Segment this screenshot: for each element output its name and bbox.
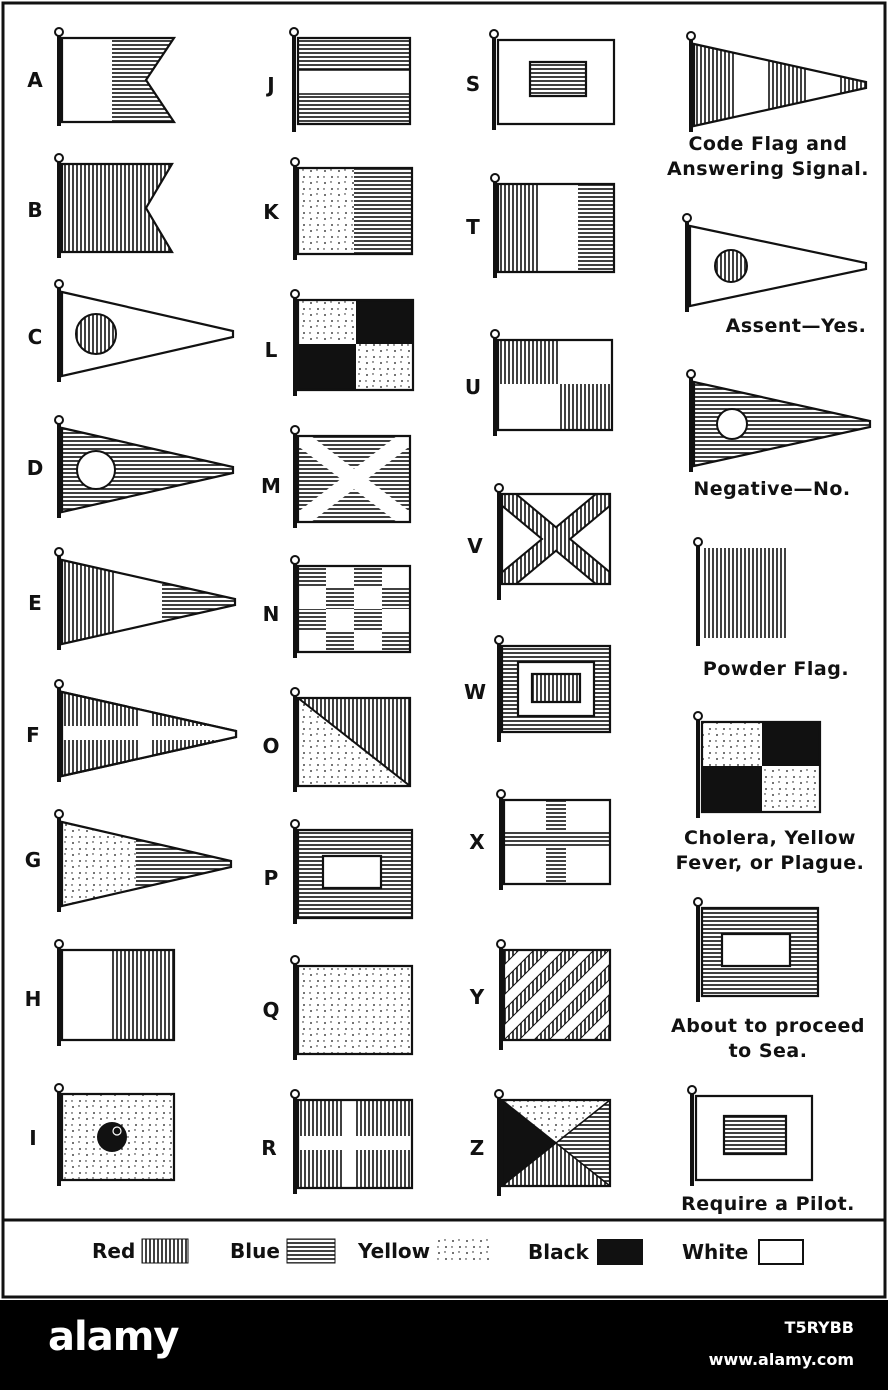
flag-j xyxy=(289,27,412,132)
flag-m xyxy=(290,425,412,528)
flag-letter-u: U xyxy=(464,375,482,399)
flag-z xyxy=(494,1089,612,1196)
legend-blue-label: Blue xyxy=(230,1239,280,1263)
flag-a xyxy=(54,27,177,126)
flag-letter-r: R xyxy=(261,1136,277,1160)
flag-letter-f: F xyxy=(26,723,40,747)
image-id: T5RYBB xyxy=(784,1318,854,1337)
flag-letter-j: J xyxy=(267,73,275,97)
flag-letter-y: Y xyxy=(469,985,485,1009)
flag-letter-q: Q xyxy=(262,998,280,1022)
flag-letter-e: E xyxy=(28,591,42,615)
flag-letter-o: O xyxy=(262,734,280,758)
flag-letter-k: K xyxy=(263,200,279,224)
flag-r xyxy=(290,1089,414,1194)
legend-white: White xyxy=(682,1238,806,1266)
flag-powder xyxy=(693,537,788,646)
flag-proceed xyxy=(693,897,820,1002)
flag-letter-l: L xyxy=(264,338,278,362)
legend-red-swatch xyxy=(141,1238,189,1264)
caption-proceed-line-2: to Sea. xyxy=(728,1040,808,1062)
legend-blue-swatch xyxy=(286,1238,336,1264)
caption-negative-line-1: Negative—No. xyxy=(693,478,851,500)
caption-code-flag-line-1: Code Flag and xyxy=(688,133,848,155)
flag-p xyxy=(290,819,414,924)
flag-t xyxy=(490,173,616,278)
flag-letter-b: B xyxy=(27,198,43,222)
caption-pilot: Require a Pilot. xyxy=(648,1192,888,1217)
flag-letter-x: X xyxy=(469,830,485,854)
legend-yellow-label: Yellow xyxy=(358,1239,431,1263)
legend-red: Red xyxy=(92,1238,189,1264)
flag-v xyxy=(494,483,612,600)
flag-o xyxy=(290,687,412,792)
flag-s xyxy=(489,29,616,130)
caption-assent-line-1: Assent—Yes. xyxy=(725,315,867,337)
flag-h xyxy=(54,939,176,1046)
flag-letter-w: W xyxy=(463,680,487,704)
flag-letter-m: M xyxy=(261,474,281,498)
legend-black-label: Black xyxy=(528,1240,589,1264)
caption-assent: Assent—Yes. xyxy=(676,314,888,339)
flag-cholera xyxy=(693,711,822,818)
flag-letter-i: I xyxy=(29,1126,37,1150)
flag-u xyxy=(490,329,614,436)
flag-i xyxy=(54,1083,176,1186)
caption-powder: Powder Flag. xyxy=(656,657,888,682)
alamy-logo: alamy xyxy=(48,1314,179,1360)
flag-illustrations xyxy=(1,1,887,1299)
site-url: www.alamy.com xyxy=(708,1350,854,1369)
flag-letter-a: A xyxy=(27,68,43,92)
legend-yellow: Yellow xyxy=(358,1238,494,1264)
caption-negative: Negative—No. xyxy=(652,477,888,502)
flag-letter-z: Z xyxy=(469,1136,485,1160)
legend-blue: Blue xyxy=(230,1238,336,1264)
flag-letter-c: C xyxy=(27,325,43,349)
caption-proceed-line-1: About to proceed xyxy=(671,1015,865,1037)
flag-n xyxy=(290,555,412,658)
flag-letter-d: D xyxy=(26,456,44,480)
flag-chart: A B C D E F G H I J K L M N O P Q R S T … xyxy=(1,1,888,1299)
caption-cholera: Cholera, Yellow Fever, or Plague. xyxy=(650,826,888,876)
legend-yellow-swatch xyxy=(437,1239,494,1263)
flag-letter-v: V xyxy=(467,534,483,558)
caption-pilot-line-1: Require a Pilot. xyxy=(681,1193,855,1215)
flag-x xyxy=(496,789,612,890)
caption-powder-line-1: Powder Flag. xyxy=(702,658,850,680)
flag-w xyxy=(494,635,612,742)
caption-cholera-line-1: Cholera, Yellow xyxy=(684,827,856,849)
flag-b xyxy=(54,153,174,258)
caption-cholera-line-2: Fever, or Plague. xyxy=(675,852,865,874)
legend-white-swatch xyxy=(758,1239,805,1265)
flag-letter-s: S xyxy=(465,72,481,96)
flag-letter-t: T xyxy=(466,215,480,239)
caption-proceed: About to proceed to Sea. xyxy=(648,1014,888,1064)
flag-letter-g: G xyxy=(24,848,42,872)
flag-letter-p: P xyxy=(263,866,279,890)
watermark-footer: alamy T5RYBB www.alamy.com xyxy=(0,1300,888,1390)
flag-y xyxy=(496,939,612,1050)
flag-q xyxy=(290,955,414,1060)
legend-black: Black xyxy=(528,1238,645,1266)
caption-code-flag-line-2: Answering Signal. xyxy=(667,158,869,180)
flag-pilot xyxy=(687,1085,814,1186)
legend-white-label: White xyxy=(682,1240,749,1264)
flag-letter-n: N xyxy=(262,602,280,626)
caption-code-flag: Code Flag and Answering Signal. xyxy=(648,132,888,182)
flag-letter-h: H xyxy=(24,987,42,1011)
flag-l xyxy=(290,289,415,396)
legend-black-swatch xyxy=(596,1239,643,1265)
flag-k xyxy=(290,157,414,260)
legend-red-label: Red xyxy=(92,1239,136,1263)
outer-frame xyxy=(1,1,887,1299)
